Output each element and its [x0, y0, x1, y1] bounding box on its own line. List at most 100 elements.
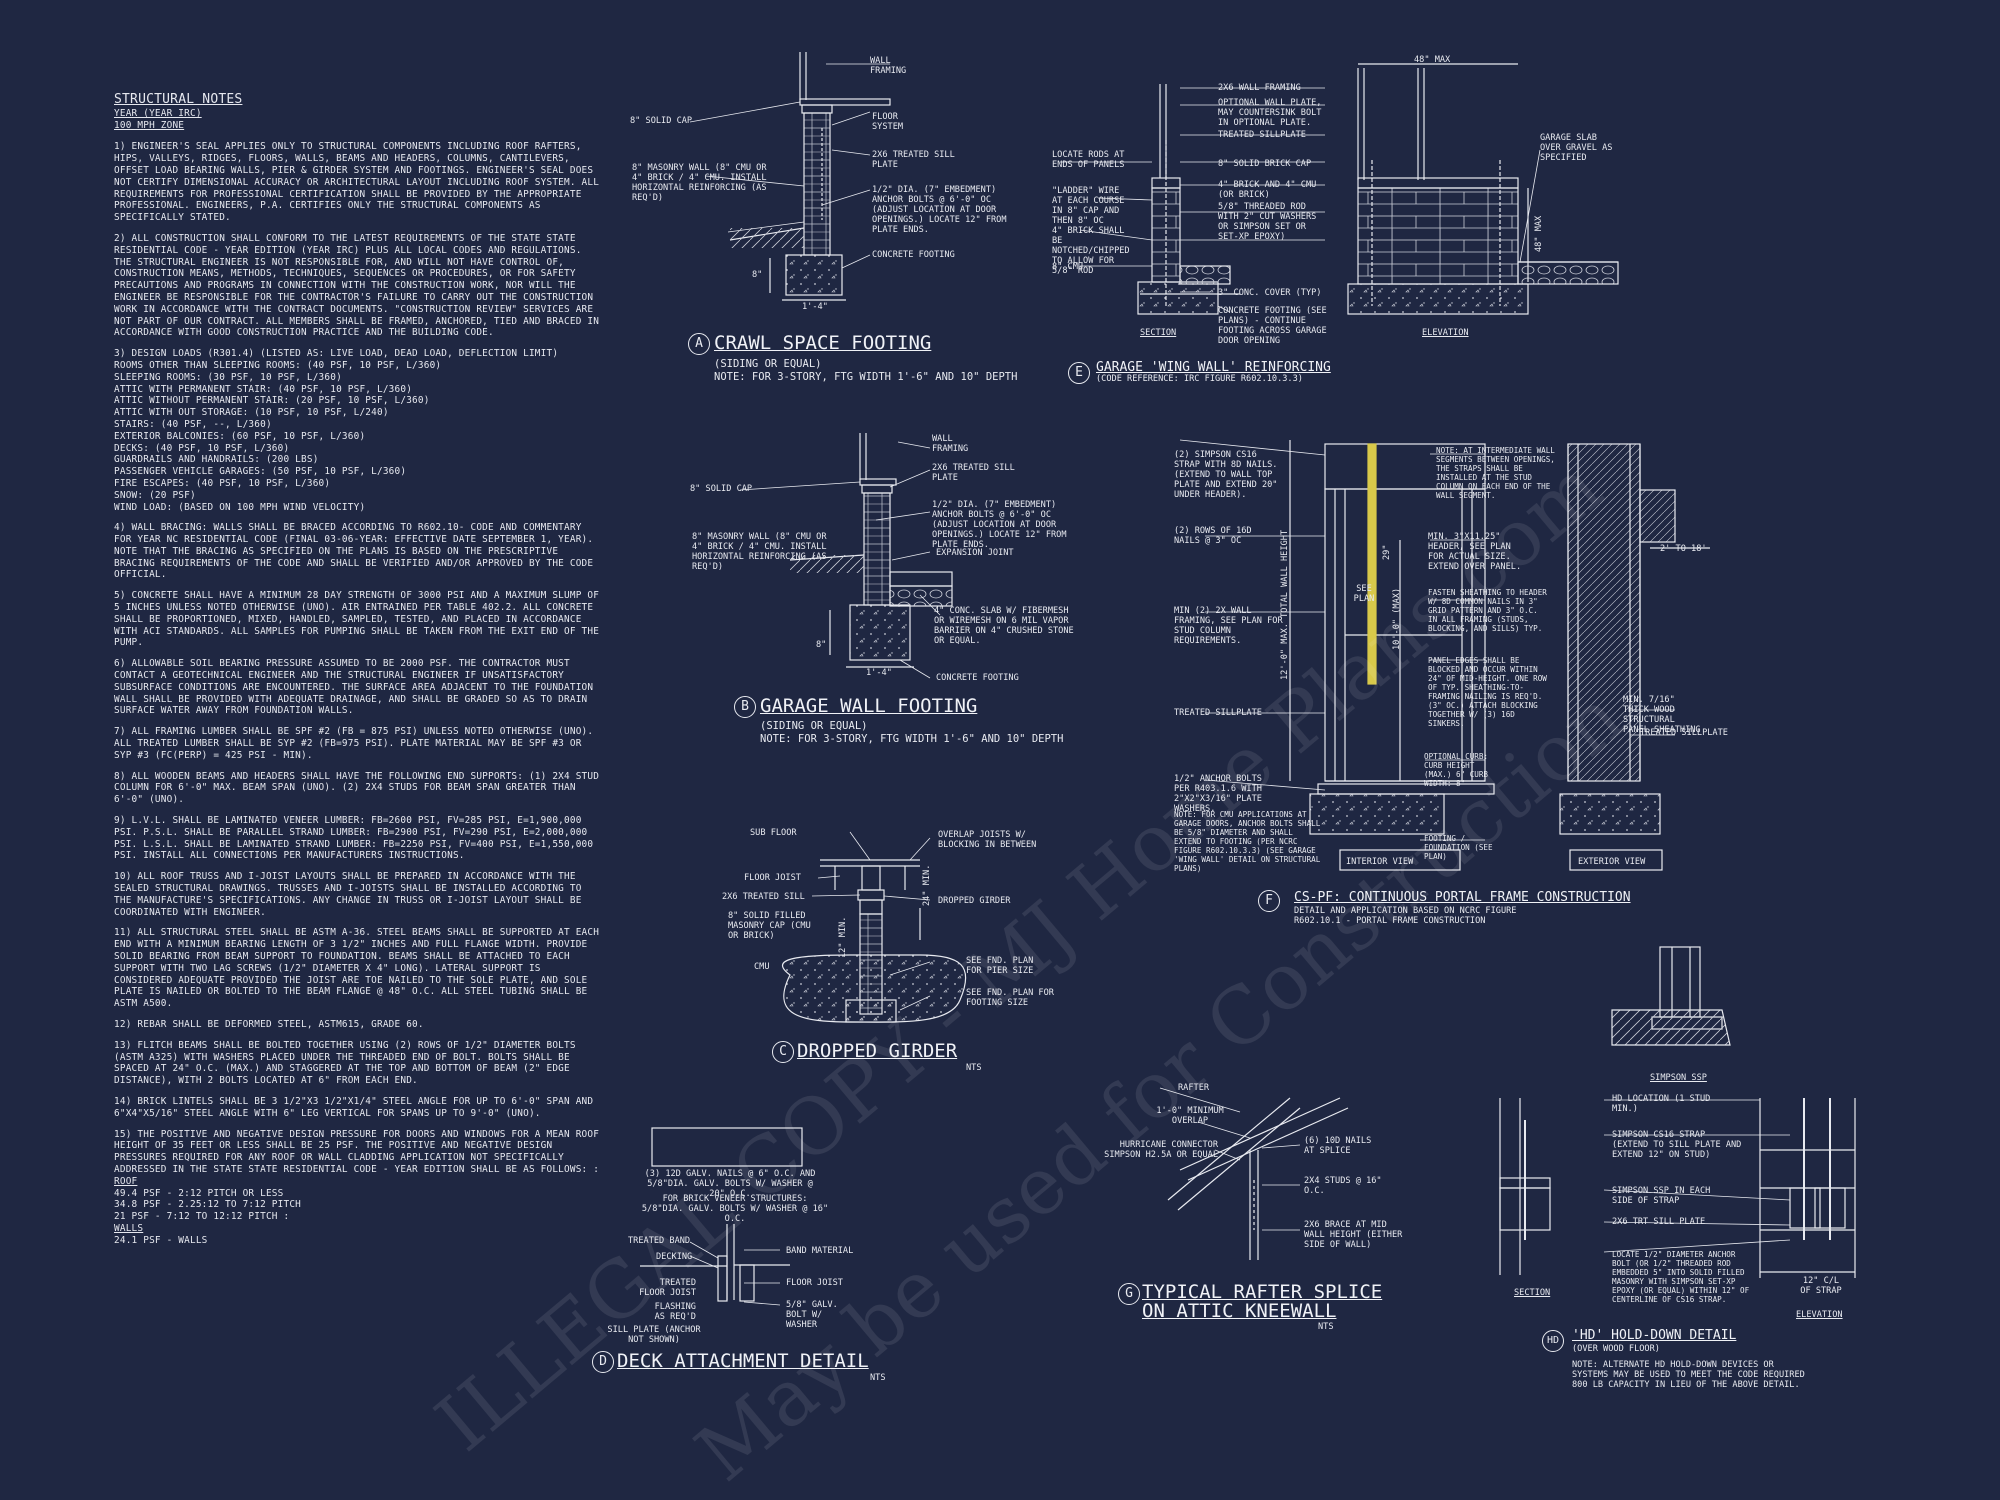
a-label-concrete-footing: CONCRETE FOOTING	[872, 250, 955, 260]
c-label-masonry-cap: 8" SOLID FILLED MASONRY CAP (CMU OR BRIC…	[728, 911, 811, 941]
note-10: 10) ALL ROOF TRUSS AND I-JOIST LAYOUTS S…	[114, 871, 582, 918]
b-dim-depth: 8"	[816, 640, 827, 650]
detail-f-marker: F	[1258, 890, 1280, 912]
e-label-treated-sillplate: TREATED SILLPLATE	[1218, 130, 1306, 140]
notes-heading: STRUCTURAL NOTES	[114, 92, 243, 107]
note-7: 7) ALL FRAMING LUMBER SHALL BE SPF #2 (F…	[114, 726, 594, 761]
detail-a-drawing	[689, 52, 891, 301]
detail-e-drawing	[1060, 63, 1619, 315]
f-label-intermediate-note: NOTE: AT INTERMEDIATE WALL SEGMENTS BETW…	[1436, 446, 1555, 500]
design-load-line: GUARDRAILS AND HANDRAILS: (200 LBS)	[114, 454, 319, 466]
e-label-cmu: 8" CMU	[1052, 262, 1084, 272]
d-label-flashing: FLASHING AS REQ'D	[654, 1302, 696, 1322]
note-2: 2) ALL CONSTRUCTION SHALL CONFORM TO THE…	[114, 232, 600, 339]
detail-b-marker: B	[734, 696, 756, 718]
a-label-anchor-bolts: 1/2" DIA. (7" EMBEDMENT) ANCHOR BOLTS @ …	[872, 185, 1007, 235]
detail-d-drawing	[640, 1127, 803, 1306]
c-label-sub-floor: SUB FLOOR	[750, 828, 797, 838]
e-label-wall-framing: 2x6 WALL FRAMING	[1218, 83, 1301, 93]
c-label-cmu: CMU	[754, 962, 770, 972]
notes-year-line: YEAR (YEAR IRC)	[114, 107, 202, 119]
c-label-dropped-girder: DROPPED GIRDER	[938, 896, 1011, 906]
f-label-exterior-view: EXTERIOR VIEW	[1578, 857, 1646, 867]
f-label-footing: FOOTING / FOUNDATION (SEE PLAN)	[1424, 834, 1493, 861]
detail-d-marker: D	[592, 1351, 614, 1373]
a-dim-width: 1'-4"	[802, 302, 828, 312]
a-label-masonry-wall: 8" MASONRY WALL (8" CMU OR 4" BRICK / 4"…	[632, 163, 767, 203]
design-load-line: SLEEPING ROOMS: (30 PSF, 10 PSF, L/360)	[114, 371, 342, 383]
a-dim-depth: 8"	[752, 270, 763, 280]
e-dim-48-vertical: 48" MAX	[1534, 215, 1544, 252]
f-label-cmu-note: NOTE: FOR CMU APPLICATIONS AT GARAGE DOO…	[1174, 810, 1321, 873]
roof-heading: ROOF	[114, 1175, 138, 1187]
b-label-wall-framing: WALL FRAMING	[932, 434, 969, 454]
g-label-brace: 2x6 BRACE AT MID WALL HEIGHT (EITHER SID…	[1304, 1220, 1403, 1250]
c-dim-12: 12" MIN.	[838, 916, 848, 958]
note-3: 3) DESIGN LOADS (R301.4) (LISTED AS: LIV…	[114, 348, 559, 360]
note-5: 5) CONCRETE SHALL HAVE A MINIMUM 28 DAY …	[114, 590, 600, 649]
design-load-line: ATTIC WITH OUT STORAGE: (10 PSF, 10 PSF,…	[114, 407, 389, 419]
note-8: 8) ALL WOODEN BEAMS AND HEADERS SHALL HA…	[114, 770, 600, 806]
hd-label-location: HD LOCATION (1 STUD MIN.)	[1612, 1094, 1711, 1114]
note-12: 12) REBAR SHALL BE DEFORMED STEEL, ASTM6…	[114, 1018, 424, 1030]
detail-d-nts: NTS	[870, 1373, 886, 1383]
f-label-fasten-sheathing: FASTEN SHEATHING TO HEADER W/ 8d COMMON …	[1428, 588, 1547, 633]
note-6: 6) ALLOWABLE SOIL BEARING PRESSURE ASSUM…	[114, 658, 594, 717]
detail-hd-drawing	[1499, 1098, 1856, 1278]
detail-a-marker: A	[688, 333, 710, 355]
e-label-optional-plate: OPTIONAL WALL PLATE, MAY COUNTERSINK BOL…	[1218, 98, 1322, 128]
d-label-sill-plate: SILL PLATE (ANCHOR NOT SHOWN)	[607, 1325, 701, 1345]
f-label-panel-edges: PANEL EDGES SHALL BE BLOCKED AND OCCUR W…	[1428, 656, 1547, 728]
hd-label-cl-strap: 12" C/L OF STRAP	[1800, 1276, 1842, 1296]
f-label-optional-curb: OPTIONAL CURB: CURB HEIGHT (MAX.) 6" CUR…	[1424, 752, 1489, 788]
detail-a-sub1: (SIDING OR EQUAL)	[714, 358, 822, 370]
ssp-label: SIMPSON SSP	[1650, 1073, 1707, 1083]
e-label-brick-cmu: 4" BRICK AND 4" CMU (OR BRICK)	[1218, 180, 1317, 200]
detail-c-title: DROPPED GIRDER	[797, 1040, 958, 1062]
e-label-solid-brick-cap: 8" SOLID BRICK CAP	[1218, 159, 1312, 169]
design-load-line: STAIRS: (40 PSF, --, L/360)	[114, 418, 272, 430]
note-14: 14) BRICK LINTELS SHALL BE 3 1/2"x3 1/2"…	[114, 1095, 594, 1119]
detail-b-drawing	[739, 433, 953, 679]
detail-hd-title: 'HD' HOLD-DOWN DETAIL	[1572, 1328, 1737, 1343]
f-label-treated-sillplate: TREATED SILLPLATE	[1174, 708, 1262, 718]
a-label-sill-plate: 2x6 TREATED SILL PLATE	[872, 150, 955, 170]
e-label-garage-slab: GARAGE SLAB OVER GRAVEL AS SPECIFIED	[1540, 133, 1613, 163]
design-load-line: SNOW: (20 PSF)	[114, 489, 196, 501]
d-label-nails-bolts: (3) 12d GALV. NAILS @ 6" O.C. AND 5/8"di…	[644, 1169, 816, 1199]
c-label-pier-size: SEE FND. PLAN FOR PIER SIZE	[966, 956, 1034, 976]
f-label-cs16-strap: (2) SIMPSON CS16 STRAP WITH 8d NAILS. (E…	[1174, 450, 1278, 500]
hd-label-cs16-strap: SIMPSON CS16 STRAP (EXTEND TO SILL PLATE…	[1612, 1130, 1742, 1160]
hd-label-anchor-bolt: LOCATE 1/2" DIAMETER ANCHOR BOLT (OR 1/2…	[1612, 1250, 1750, 1304]
b-label-masonry-wall: 8" MASONRY WALL (8" CMU OR 4" BRICK / 4"…	[692, 532, 827, 572]
detail-f-title: CS-PF: CONTINUOUS PORTAL FRAME CONSTRUCT…	[1294, 890, 1631, 905]
d-label-treated-floor-joist: TREATED FLOOR JOIST	[639, 1278, 696, 1298]
detail-g-title: TYPICAL RAFTER SPLICE	[1142, 1281, 1383, 1303]
d-label-treated-band: TREATED BAND	[628, 1236, 691, 1246]
f-label-anchor-bolts: 1/2" ANCHOR BOLTS PER R403.1.6 WITH 2"x2…	[1174, 774, 1262, 814]
notes-wind-zone: 100 mph ZONE	[114, 119, 185, 131]
detail-hd-note: NOTE: ALTERNATE HD HOLD-DOWN DEVICES OR …	[1572, 1360, 1805, 1390]
g-label-nails-splice: (6) 10d NAILS AT SPLICE	[1304, 1136, 1372, 1156]
walls-heading: WALLS	[114, 1222, 144, 1234]
detail-c-drawing	[781, 831, 967, 1023]
detail-d-title: DECK ATTACHMENT DETAIL	[617, 1350, 869, 1372]
b-label-anchor-bolts: 1/2" DIA. (7" EMBEDMENT) ANCHOR BOLTS @ …	[932, 500, 1067, 550]
design-load-line: DECKS: (40 PSF, 10 PSF, L/360)	[114, 442, 290, 454]
d-label-brick-veneer: FOR BRICK VENEER STRUCTURES: 5/8"dia. GA…	[641, 1194, 829, 1224]
c-label-overlap-joists: OVERLAP JOISTS w/ BLOCKING IN BETWEEN	[938, 830, 1037, 850]
detail-f-sub1: DETAIL AND APPLICATION BASED ON NCRC FIG…	[1294, 906, 1517, 916]
detail-g-title-line2: ON ATTIC KNEEWALL	[1142, 1300, 1337, 1322]
f-label-wall-framing: MIN (2) 2X WALL FRAMING, SEE PLAN FOR ST…	[1174, 606, 1283, 646]
f-label-ext-sillplate: TREATED SILLPLATE	[1640, 728, 1728, 738]
a-label-solid-cap: 8" SOLID CAP	[630, 116, 693, 126]
detail-c-marker: C	[772, 1041, 794, 1063]
structural-notes: STRUCTURAL NOTES YEAR (YEAR IRC) 100 mph…	[114, 92, 604, 1247]
f-label-interior-view: INTERIOR VIEW	[1346, 857, 1414, 867]
roof-line: 49.4 PSF - 2:12 PITCH OR LESS	[114, 1187, 284, 1199]
d-label-galv-bolt: 5/8" GALV. BOLT W/ WASHER	[786, 1300, 838, 1330]
c-label-footing-size: SEE FND. PLAN FOR FOOTING SIZE	[966, 988, 1054, 1008]
e-label-section: SECTION	[1140, 328, 1177, 338]
walls-line: 24.1 PSF - WALLS	[114, 1234, 208, 1246]
